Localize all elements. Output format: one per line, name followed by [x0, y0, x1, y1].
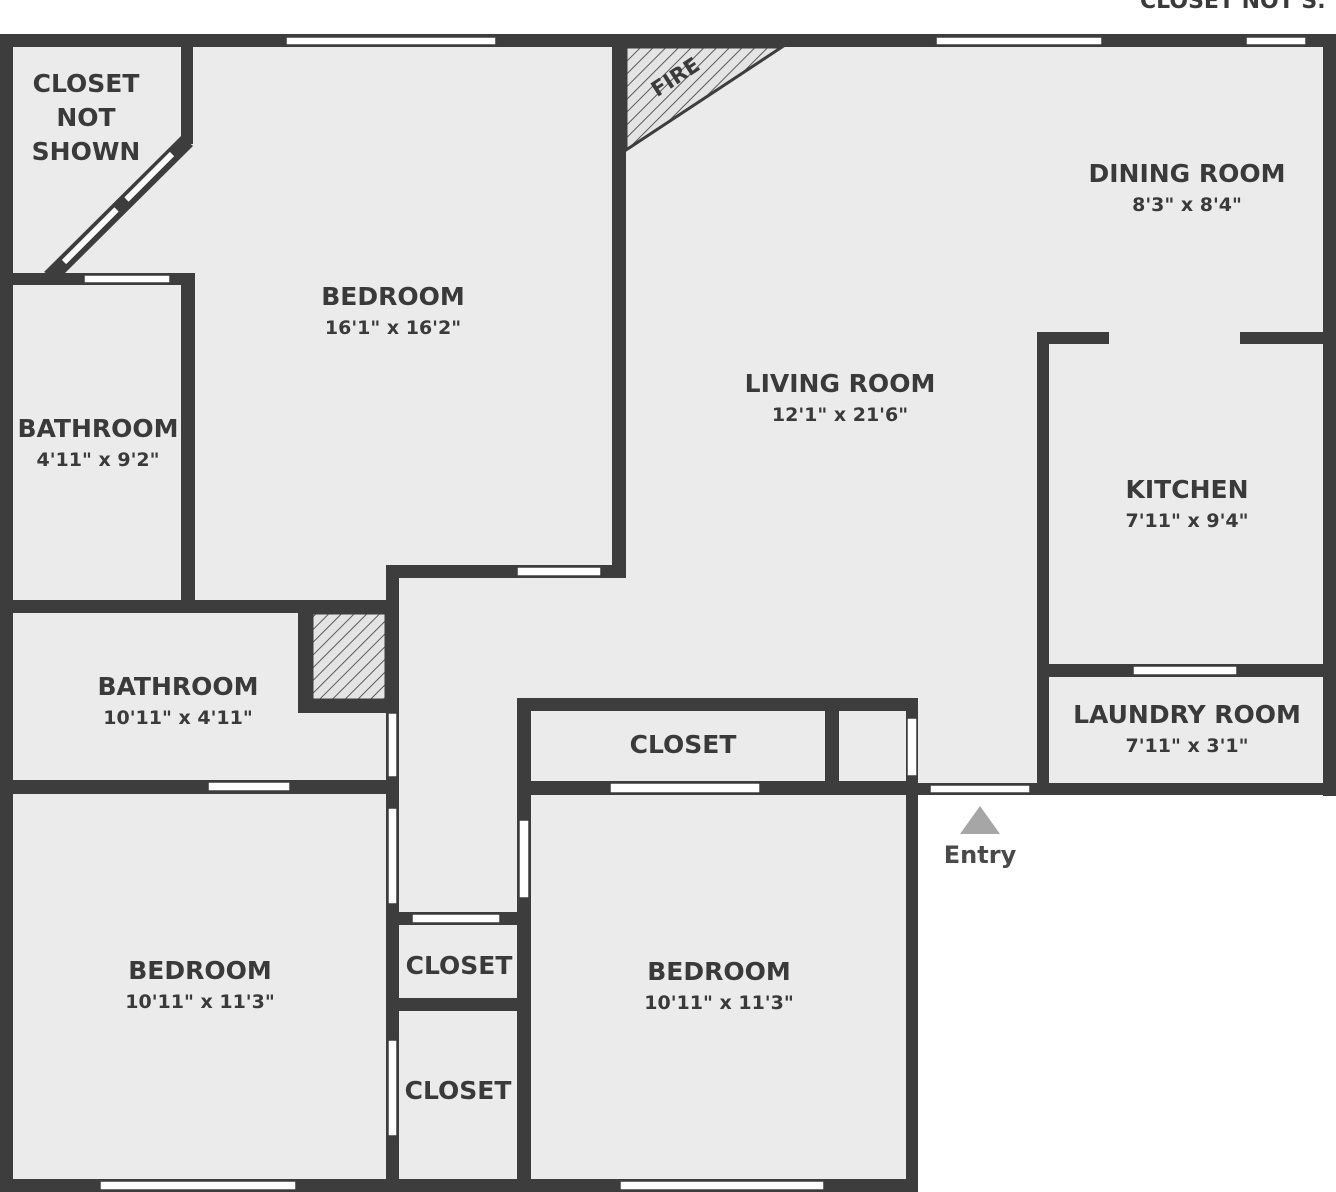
wall-closet1-bottom — [386, 998, 531, 1011]
dining-room-name: DINING ROOM — [1088, 159, 1285, 188]
wall-closet-nw-right — [181, 40, 193, 144]
wall-hall-right — [517, 698, 531, 1192]
opening-closet-center — [609, 782, 761, 794]
kitchen-dims: 7'11" x 9'4" — [1125, 510, 1248, 532]
living-room-name: LIVING ROOM — [745, 369, 936, 398]
wall-closet-center-divider — [825, 698, 839, 788]
closet-hall-2-name: CLOSET — [405, 1076, 512, 1105]
closet-nw-label-line1: CLOSET — [33, 69, 140, 98]
dining-room-dims: 8'3" x 8'4" — [1132, 194, 1242, 216]
opening-bedroom-main — [516, 566, 602, 577]
bathroom-2-name: BATHROOM — [97, 672, 258, 701]
wall-bath1-bottom — [6, 600, 399, 613]
bedroom-main-name: BEDROOM — [321, 282, 465, 311]
opening-laundry — [1132, 665, 1238, 676]
bathroom-1-dims: 4'11" x 9'2" — [36, 449, 159, 471]
opening-closet1 — [411, 913, 501, 924]
bedroom-sw-dims: 10'11" x 11'3" — [125, 991, 274, 1013]
wall-kitchen-top-left — [1037, 332, 1109, 344]
entry-door — [929, 784, 1031, 794]
closet-hall-1-name: CLOSET — [406, 951, 513, 980]
entry-label: Entry — [944, 841, 1017, 869]
bathroom-1-name: BATHROOM — [17, 414, 178, 443]
bedroom-sw-name: BEDROOM — [128, 956, 272, 985]
opening-closet2 — [387, 1039, 398, 1137]
wall-chimney-left — [298, 600, 312, 712]
chimney-chase — [310, 611, 388, 702]
floor-lower — [6, 786, 916, 1186]
closet-nw-label-line3: SHOWN — [32, 137, 141, 166]
laundry-room-dims: 7'11" x 3'1" — [1125, 735, 1248, 757]
wall-kitchen-left — [1037, 332, 1049, 792]
opening-bedroom-sw-top — [207, 781, 291, 792]
living-room-dims: 12'1" x 21'6" — [772, 404, 908, 426]
bedroom-s-name: BEDROOM — [647, 957, 791, 986]
windows — [61, 36, 1307, 1191]
opening-bedroom-s — [518, 819, 530, 899]
window-bedroom-sw — [99, 1180, 297, 1191]
wall-bedroom-main-left — [181, 273, 195, 613]
wall-bedroom-main-right — [612, 40, 626, 578]
fireplace — [624, 45, 787, 153]
wall-closet-center-top — [517, 698, 918, 711]
wall-kitchen-top-right — [1240, 332, 1336, 344]
floor-upper — [6, 40, 1330, 786]
kitchen-name: KITCHEN — [1126, 475, 1249, 504]
bedroom-s-dims: 10'11" x 11'3" — [644, 992, 793, 1014]
closet-nw-label-line2: NOT — [56, 103, 115, 132]
wall-bath2-bottom — [6, 780, 399, 794]
window-bedroom-s — [619, 1180, 825, 1191]
window-dining — [1245, 36, 1307, 46]
room-labels: CLOSET NOT SHOWN BEDROOM 16'1" x 16'2" B… — [17, 69, 1300, 1105]
wall-chimney-bottom — [298, 700, 398, 713]
opening-bedroom-sw — [387, 807, 398, 905]
bedroom-main-dims: 16'1" x 16'2" — [325, 317, 461, 339]
header-note: CLOSET NOT S. — [1140, 0, 1326, 14]
window-bedroom-main — [285, 36, 497, 46]
bathroom-2-dims: 10'11" x 4'11" — [103, 707, 252, 729]
floors — [6, 40, 1330, 1186]
opening-bath2 — [387, 712, 398, 778]
opening-closet-small — [906, 717, 918, 777]
wall-bottom-right-vertical — [906, 783, 918, 1192]
closet-center-name: CLOSET — [630, 730, 737, 759]
laundry-room-name: LAUNDRY ROOM — [1073, 700, 1301, 729]
wall-top — [0, 34, 1336, 47]
window-closet-nw — [83, 274, 171, 284]
entry-arrow-icon — [960, 806, 1000, 834]
wall-right — [1323, 34, 1336, 796]
door-stop-closet-nw — [112, 195, 130, 213]
window-living — [935, 36, 1103, 46]
